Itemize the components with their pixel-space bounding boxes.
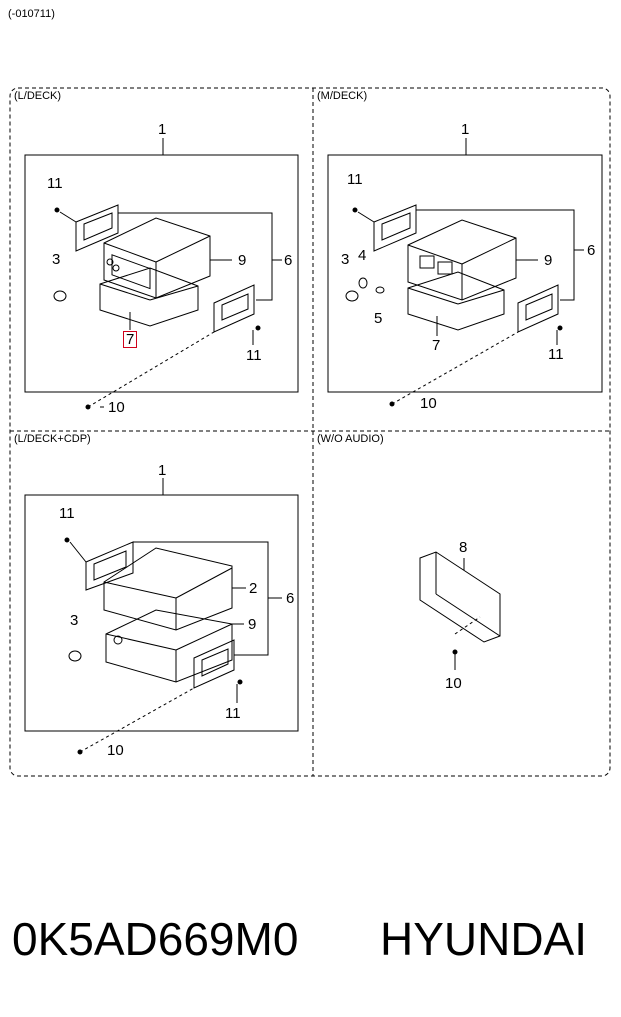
bracket-left-3 (85, 541, 134, 591)
section-title-wo-audio: (W/O AUDIO) (317, 433, 384, 445)
bracket-left-1 (75, 204, 119, 252)
assembly-box-1 (24, 154, 299, 393)
callout-9: 9 (544, 252, 553, 269)
part-number: 0K5AD669M0 (12, 913, 299, 965)
outer-frame (9, 87, 611, 777)
knob-2b (358, 277, 368, 289)
callout-8: 8 (459, 539, 468, 556)
tray-2 (407, 271, 505, 331)
section-title-m-deck: (M/DECK) (317, 90, 368, 102)
section-title-l-deck-cdp: (L/DECK+CDP) (14, 433, 91, 445)
knob-2a (345, 290, 359, 302)
radio-unit-1 (103, 217, 211, 299)
bracket-right-2 (517, 284, 559, 333)
knob-2c (375, 286, 385, 294)
bracket-left-2 (373, 204, 417, 252)
callout-10: 10 (108, 399, 125, 416)
bracket-right-1 (213, 284, 255, 333)
callout-11: 11 (347, 171, 363, 188)
assembly-box-3 (24, 494, 299, 732)
callout-4: 4 (358, 247, 367, 264)
cd-player-3 (103, 547, 233, 631)
diagram-code: (-010711) (8, 8, 55, 20)
callout-11: 11 (59, 505, 75, 522)
callout-1: 1 (158, 462, 167, 479)
callout-2: 2 (249, 580, 258, 597)
callout-6: 6 (286, 590, 295, 607)
radio-unit-2 (407, 219, 517, 301)
callout-7: 7 (432, 337, 441, 354)
radio-unit-3 (105, 609, 233, 683)
bracket-right-3 (193, 639, 235, 689)
callout-3: 3 (70, 612, 79, 629)
callout-7-highlighted[interactable]: 7 (123, 331, 138, 348)
callout-3: 3 (341, 251, 350, 268)
tray-1 (99, 267, 199, 327)
callout-5: 5 (374, 310, 383, 327)
callout-10: 10 (445, 675, 462, 692)
callout-6: 6 (587, 242, 596, 259)
callout-1: 1 (461, 121, 470, 138)
callout-11: 11 (47, 175, 63, 192)
brand-name: HYUNDAI (380, 913, 588, 965)
callout-9: 9 (248, 616, 257, 633)
knob-1 (53, 290, 67, 302)
callout-1: 1 (158, 121, 167, 138)
callout-6: 6 (284, 252, 293, 269)
callout-11: 11 (246, 347, 262, 364)
knob-3 (68, 650, 82, 662)
callout-11: 11 (548, 346, 564, 363)
callout-11: 11 (225, 705, 241, 722)
callout-10: 10 (420, 395, 437, 412)
section-title-l-deck: (L/DECK) (14, 90, 62, 102)
callout-3: 3 (52, 251, 61, 268)
callout-10: 10 (107, 742, 124, 759)
callout-9: 9 (238, 252, 247, 269)
assembly-box-2 (327, 154, 603, 393)
